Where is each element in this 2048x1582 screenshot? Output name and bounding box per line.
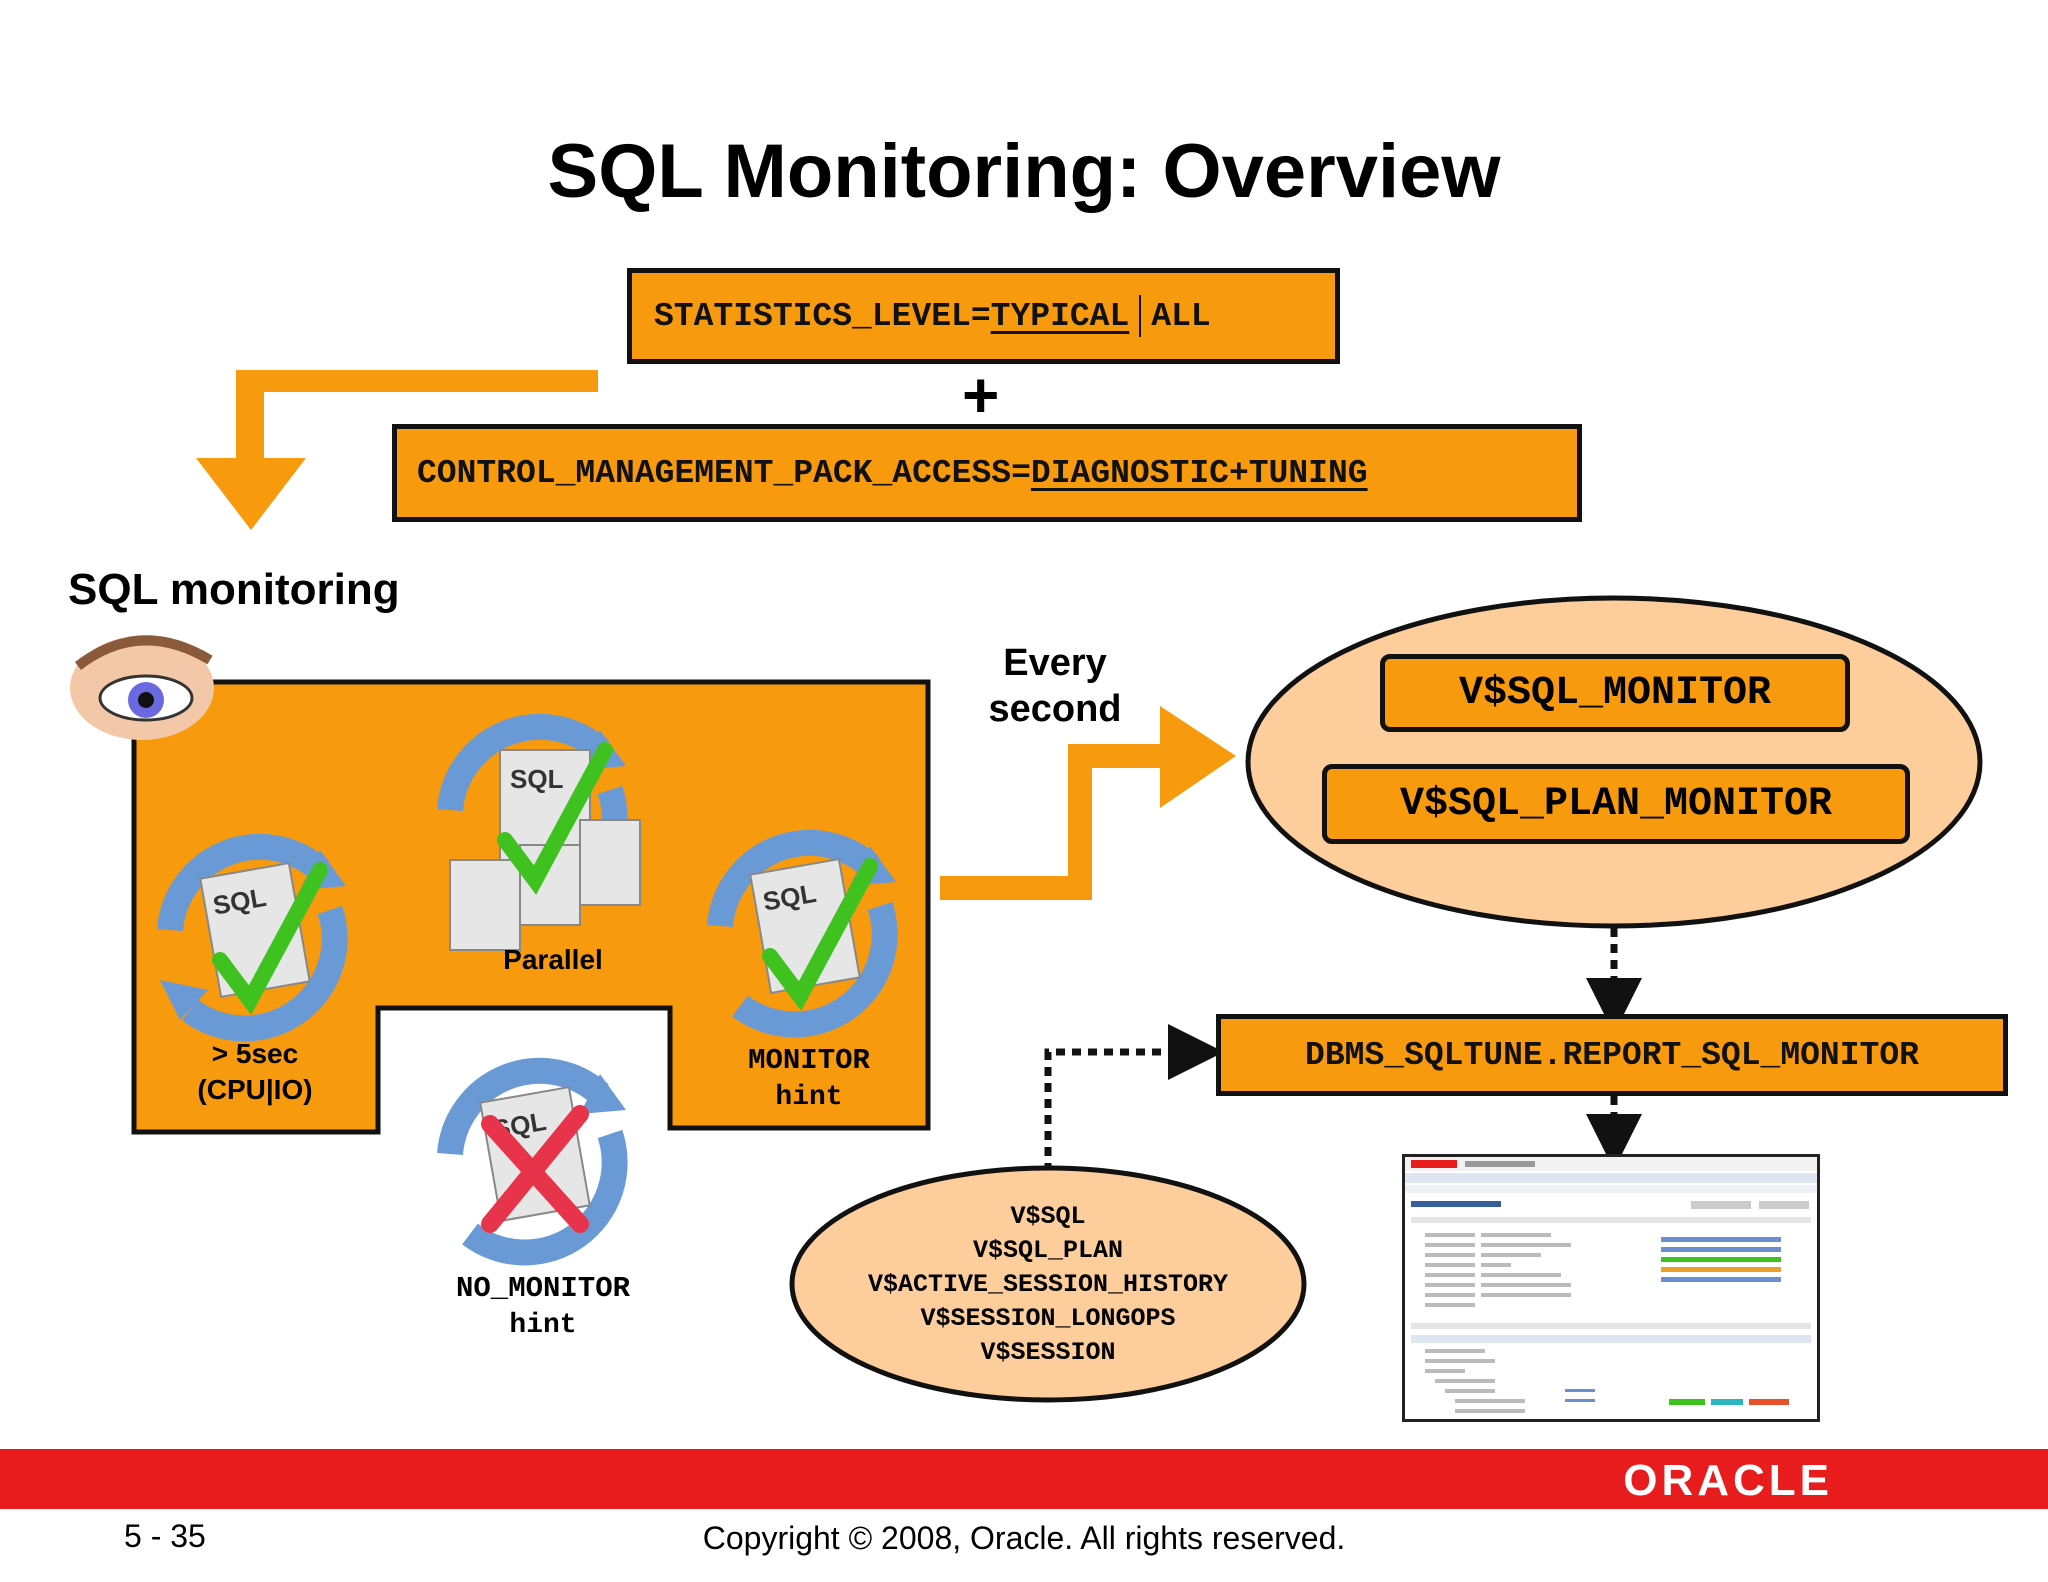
every-second-line1: Every [1003, 642, 1107, 684]
control-pack-value: DIAGNOSTIC+TUNING [1030, 454, 1368, 492]
every-second-label: Every second [960, 640, 1150, 732]
sql-check-icon-cpu: SQL [157, 833, 348, 1042]
report-screenshot-graphic [1405, 1157, 1817, 1413]
statistics-level-all: ALL [1151, 297, 1211, 335]
statistics-level-typical: TYPICAL [990, 297, 1130, 335]
sql-icon-text: SQL [510, 764, 564, 794]
monitor-hint-label: MONITOR hint [714, 1042, 904, 1116]
orange-down-arrow [196, 370, 598, 530]
statistics-level-prefix: STATISTICS_LEVEL= [654, 297, 991, 335]
monitor-hint-line2: hint [775, 1082, 843, 1113]
source-view-item: V$ACTIVE_SESSION_HISTORY [867, 1270, 1229, 1299]
no-monitor-hint-line1: NO_MONITOR [455, 1272, 631, 1305]
source-view-item: V$SESSION_LONGOPS [920, 1304, 1176, 1333]
eye-icon [70, 635, 214, 740]
control-pack-box: CONTROL_MANAGEMENT_PACK_ACCESS=DIAGNOSTI… [392, 424, 1582, 522]
monitor-views-ellipse [1245, 595, 1983, 929]
orange-step-arrow [940, 706, 1236, 900]
parallel-label: Parallel [503, 944, 603, 975]
every-second-line2: second [988, 688, 1122, 730]
v-sql-monitor-box: V$SQL_MONITOR [1380, 654, 1850, 732]
copyright: Copyright © 2008, Oracle. All rights res… [702, 1520, 1346, 1556]
sql-cross-icon-no-monitor: SQL [437, 1057, 628, 1266]
source-view-item: V$SQL [1010, 1202, 1086, 1231]
sql-check-icon-parallel: SQL [437, 713, 641, 951]
cpu-io-line2: (CPU|IO) [197, 1074, 313, 1105]
separator [1139, 295, 1142, 337]
v-sql-plan-monitor-box: V$SQL_PLAN_MONITOR [1322, 764, 1910, 844]
oracle-logo: ORACLE [1623, 1456, 1833, 1505]
footer-bar [0, 1449, 2048, 1509]
no-monitor-hint-label: NO_MONITOR hint [420, 1270, 666, 1344]
slide-title: SQL Monitoring: Overview [547, 129, 1501, 214]
source-view-item: V$SESSION [980, 1338, 1116, 1367]
no-monitor-hint-line2: hint [509, 1310, 577, 1341]
cpu-io-line1: > 5sec [211, 1038, 299, 1069]
plus-sign: + [962, 359, 1000, 431]
monitor-hint-line1: MONITOR [748, 1044, 870, 1077]
control-pack-prefix: CONTROL_MANAGEMENT_PACK_ACCESS= [417, 454, 1031, 492]
statistics-level-box: STATISTICS_LEVEL=TYPICAL ALL [627, 268, 1340, 364]
dotted-arrow-from-sources [1044, 1024, 1224, 1172]
report-screenshot-thumbnail [1402, 1154, 1820, 1422]
source-views-ellipse [789, 1165, 1307, 1403]
source-views-list: V$SQL V$SQL_PLAN V$ACTIVE_SESSION_HISTOR… [800, 1200, 1296, 1370]
sql-check-icon-monitor: SQL [707, 829, 898, 1038]
report-sql-monitor-box: DBMS_SQLTUNE.REPORT_SQL_MONITOR [1216, 1014, 2008, 1096]
sql-monitoring-label: SQL monitoring [68, 565, 400, 614]
page-number: 5 - 35 [124, 1518, 206, 1554]
source-view-item: V$SQL_PLAN [972, 1236, 1124, 1265]
cpu-io-label: > 5sec (CPU|IO) [170, 1036, 340, 1108]
